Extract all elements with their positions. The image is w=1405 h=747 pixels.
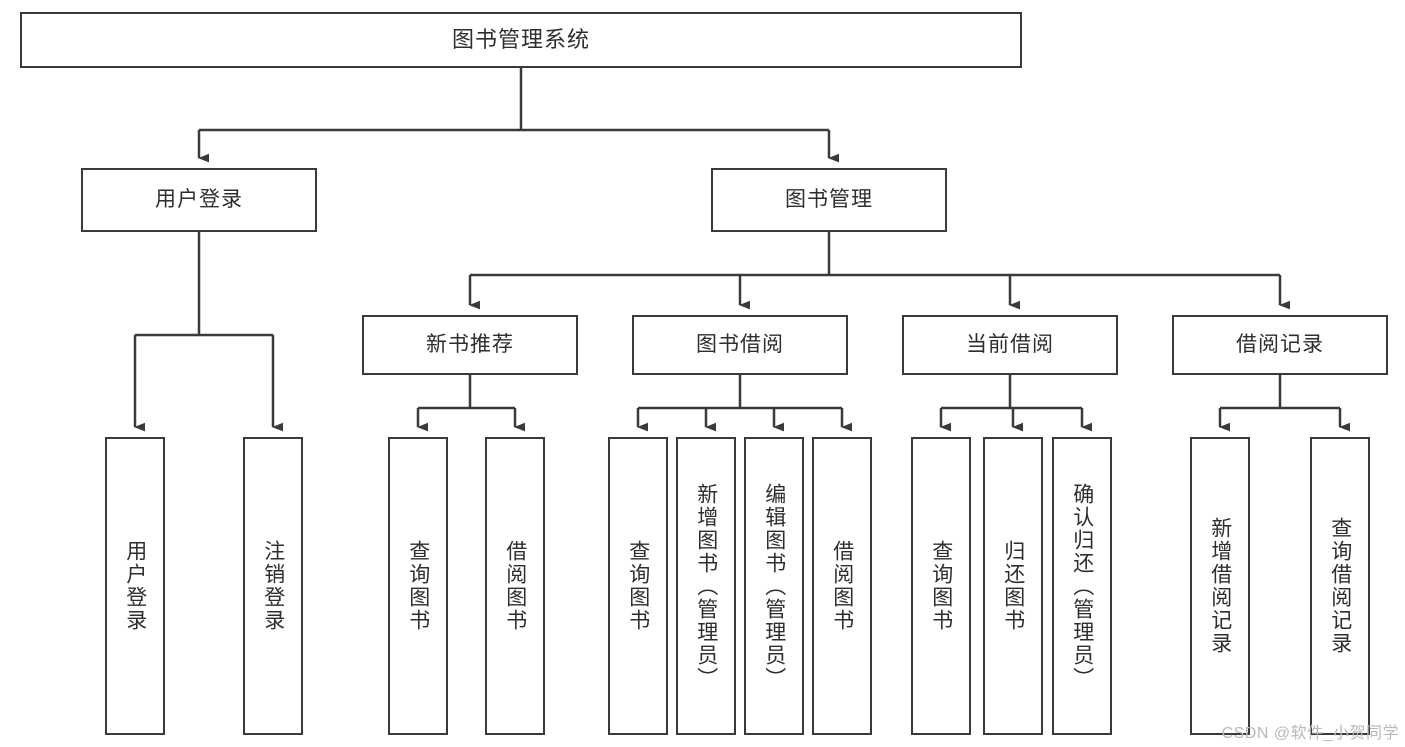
node-level3-3[interactable]: 借阅记录 <box>1172 315 1388 375</box>
node-level3-0[interactable]: 新书推荐 <box>362 315 578 375</box>
node-leaf-9-label: 归还图书 <box>1001 540 1025 632</box>
node-level2-0-label: 用户登录 <box>155 187 243 211</box>
node-level3-1[interactable]: 图书借阅 <box>632 315 848 375</box>
node-leaf-7-label: 借阅图书 <box>830 540 854 632</box>
node-leaf-10[interactable]: 确认归还（管理员） <box>1052 437 1112 735</box>
node-leaf-4-label: 查询图书 <box>626 540 650 632</box>
node-leaf-2[interactable]: 查询图书 <box>388 437 448 735</box>
node-level3-0-label: 新书推荐 <box>426 332 514 356</box>
node-level3-2[interactable]: 当前借阅 <box>902 315 1118 375</box>
node-leaf-8[interactable]: 查询图书 <box>911 437 971 735</box>
node-leaf-3-label: 借阅图书 <box>503 540 527 632</box>
node-leaf-12[interactable]: 查询借阅记录 <box>1310 437 1370 735</box>
node-leaf-12-label: 查询借阅记录 <box>1328 517 1352 655</box>
node-leaf-1-label: 注销登录 <box>261 540 285 632</box>
node-leaf-5-label: 新增图书（管理员） <box>694 482 718 690</box>
node-leaf-8-label: 查询图书 <box>929 540 953 632</box>
node-level3-2-label: 当前借阅 <box>966 332 1054 356</box>
node-level2-1-label: 图书管理 <box>785 187 873 211</box>
node-leaf-1[interactable]: 注销登录 <box>243 437 303 735</box>
node-root-label: 图书管理系统 <box>451 27 590 53</box>
node-level3-1-label: 图书借阅 <box>696 332 784 356</box>
node-leaf-5[interactable]: 新增图书（管理员） <box>676 437 736 735</box>
node-leaf-11-label: 新增借阅记录 <box>1208 517 1232 655</box>
node-level2-1[interactable]: 图书管理 <box>711 168 947 232</box>
node-leaf-2-label: 查询图书 <box>406 540 430 632</box>
node-leaf-7[interactable]: 借阅图书 <box>812 437 872 735</box>
node-root[interactable]: 图书管理系统 <box>20 12 1022 68</box>
node-leaf-0-label: 用户登录 <box>123 540 147 632</box>
node-leaf-4[interactable]: 查询图书 <box>608 437 668 735</box>
csdn-watermark: CSDN @软件_小贺同学 <box>1221 725 1399 742</box>
node-leaf-10-label: 确认归还（管理员） <box>1070 482 1094 690</box>
node-level2-0[interactable]: 用户登录 <box>81 168 317 232</box>
node-leaf-6-label: 编辑图书（管理员） <box>762 482 786 690</box>
node-leaf-6[interactable]: 编辑图书（管理员） <box>744 437 804 735</box>
node-level3-3-label: 借阅记录 <box>1236 332 1324 356</box>
node-leaf-9[interactable]: 归还图书 <box>983 437 1043 735</box>
node-leaf-11[interactable]: 新增借阅记录 <box>1190 437 1250 735</box>
node-leaf-3[interactable]: 借阅图书 <box>485 437 545 735</box>
node-leaf-0[interactable]: 用户登录 <box>105 437 165 735</box>
